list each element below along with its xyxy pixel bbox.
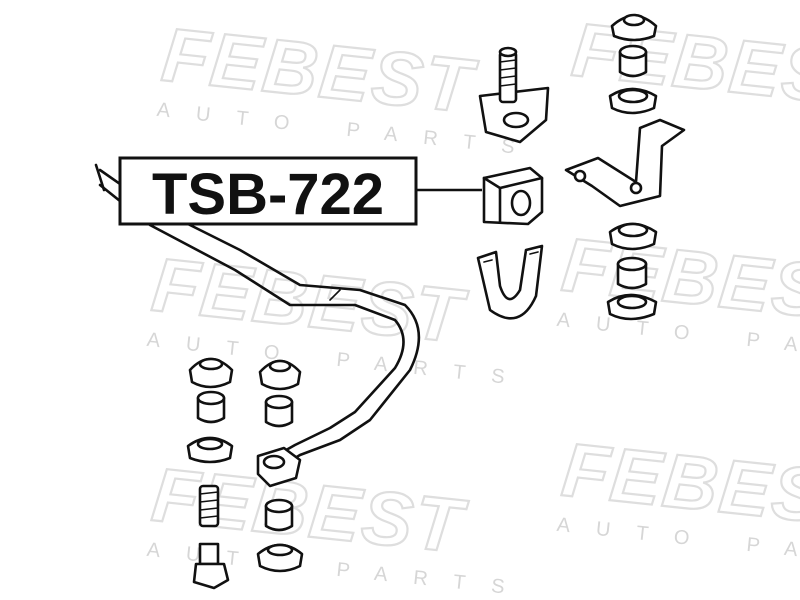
hardware-stack-right-top [608, 13, 658, 115]
bracket-icon [478, 46, 550, 144]
spacer-sleeve-icon [264, 498, 294, 532]
rubber-washer-icon [610, 13, 658, 42]
hardware-stack-middle-bottom [256, 359, 304, 573]
rubber-washer-icon [606, 293, 658, 321]
hardware-stack-right-bottom [606, 222, 658, 321]
stabilizer-bar-icon [94, 163, 421, 472]
watermark-right-bottom: FEBEST AUTO PARTS [556, 426, 800, 576]
rubber-washer-icon [608, 87, 658, 115]
spacer-sleeve-icon [196, 390, 226, 424]
part-number: TSB-722 [152, 162, 384, 227]
bar-end-link-icon [256, 446, 302, 488]
watermark-layer: FEBEST AUTO PARTS FEBEST AUTO PARTS FEBE… [146, 6, 800, 600]
rubber-washer-icon [186, 436, 234, 464]
link-bolt-icon [192, 484, 230, 590]
part-label: TSB-722 [118, 156, 482, 227]
rubber-washer-icon [258, 359, 302, 391]
watermark-brand: FEBEST [568, 7, 800, 125]
clamp-icon [476, 244, 544, 320]
watermark-right-top: FEBEST [567, 6, 800, 126]
rubber-washer-icon [188, 357, 234, 389]
watermark-top: FEBEST AUTO PARTS [156, 11, 542, 161]
watermark-right-middle: FEBEST AUTO PARTS [556, 221, 800, 371]
hardware-stack-left-bottom [186, 357, 234, 590]
rubber-washer-icon [608, 222, 658, 251]
spacer-sleeve-icon [618, 44, 648, 78]
part-label-box [118, 156, 418, 226]
spacer-sleeve-icon [616, 256, 648, 290]
spacer-sleeve-icon [264, 394, 294, 428]
bracket-icon [564, 118, 686, 208]
rubber-washer-icon [256, 543, 304, 573]
bushing-icon [482, 166, 544, 226]
